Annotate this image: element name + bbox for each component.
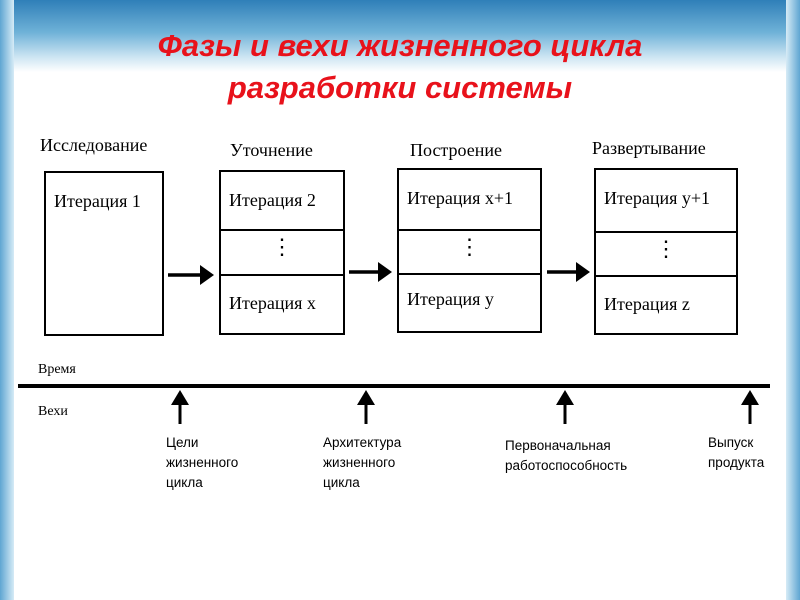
phase-box-transition: Итерация y+1 ⋮ Итерация z xyxy=(594,168,738,335)
milestone-arrow xyxy=(741,390,759,424)
phase-title-construction: Построение xyxy=(410,140,502,160)
phase-title-transition: Развертывание xyxy=(592,138,706,158)
phase-box-inception: Итерация 1 xyxy=(44,171,164,336)
milestone-label-product-release: Выпуск продукта xyxy=(708,435,765,470)
top-gradient-band xyxy=(0,0,800,72)
milestone-label-lifecycle-objectives: Цели жизненного цикла xyxy=(166,435,239,490)
iteration-cell: Итерация y xyxy=(407,289,494,309)
time-axis-label: Время xyxy=(38,362,76,377)
phase-arrow xyxy=(547,262,590,282)
iteration-cell: Итерация x+1 xyxy=(399,170,540,231)
phase-box-construction: Итерация x+1 ⋮ Итерация y xyxy=(397,168,542,333)
timeline-axis xyxy=(18,384,770,388)
iteration-ellipsis: ⋮ xyxy=(221,231,343,276)
milestone-arrow xyxy=(357,390,375,424)
phase-arrow xyxy=(168,265,214,285)
iteration-ellipsis: ⋮ xyxy=(399,231,540,275)
iteration-ellipsis: ⋮ xyxy=(596,233,736,277)
slide-title-line1: Фазы и вехи жизненного цикла xyxy=(157,28,643,63)
diagram-arrows xyxy=(168,262,590,285)
milestone-label-lifecycle-architecture: Архитектура жизненного цикла xyxy=(323,435,402,490)
phase-box-elaboration: Итерация 2 ⋮ Итерация x xyxy=(219,170,345,335)
phase-arrow xyxy=(349,262,392,282)
slide-title: Фазы и вехи жизненного цикла разработки … xyxy=(0,25,800,109)
left-gradient-border xyxy=(0,0,14,600)
milestone-arrow xyxy=(171,390,189,424)
right-gradient-border xyxy=(786,0,800,600)
phase-title-elaboration: Уточнение xyxy=(230,140,313,160)
iteration-cell: Итерация 2 xyxy=(221,172,343,231)
milestone-arrow xyxy=(556,390,574,424)
iteration-cell: Итерация 1 xyxy=(54,191,141,211)
milestones-axis-label: Вехи xyxy=(38,404,68,419)
milestone-label-initial-capability: Первоначальная работоспособность xyxy=(505,438,628,473)
slide-title-line2: разработки системы xyxy=(227,70,573,105)
iteration-cell: Итерация x xyxy=(229,293,316,313)
phase-title-inception: Исследование xyxy=(40,135,148,155)
lifecycle-diagram: Исследование Итерация 1 Уточнение Итерац… xyxy=(18,125,782,500)
iteration-cell: Итерация y+1 xyxy=(596,170,736,233)
iteration-cell: Итерация z xyxy=(604,294,690,314)
